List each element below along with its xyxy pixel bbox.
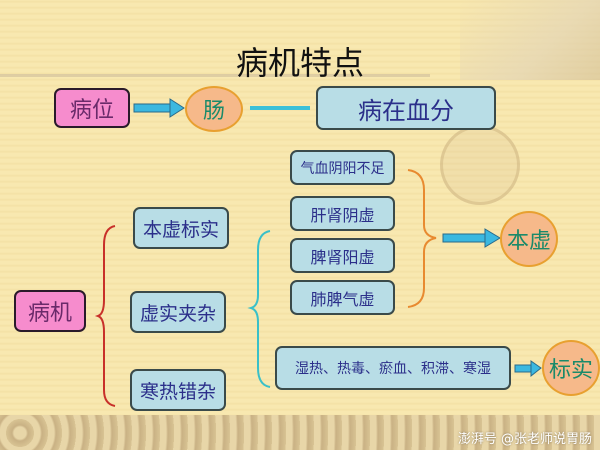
decorative-divider: [0, 74, 430, 77]
excess-result-circle: 标实: [542, 340, 600, 396]
deficiency-item: 肺脾气虚: [290, 280, 395, 315]
excess-box: 湿热、热毒、瘀血、积滞、寒湿: [275, 346, 511, 390]
decorative-scroll-image: [460, 0, 600, 80]
branch-box: 本虚标实: [133, 207, 229, 249]
arrow-to-excess: [514, 360, 542, 378]
watermark: 澎湃号 @张老师说胃肠: [457, 432, 592, 447]
deficiency-item: 脾肾阳虚: [290, 238, 395, 273]
pathogenesis-box: 病机: [14, 290, 86, 332]
branch-box: 虚实夹杂: [130, 291, 226, 333]
slide-title: 病机特点: [235, 44, 364, 82]
decorative-seal: [440, 125, 520, 205]
branch-box: 寒热错杂: [130, 369, 226, 411]
arrow-to-deficiency: [442, 228, 501, 248]
deficiency-result-circle: 本虚: [500, 211, 558, 267]
decorative-floral-band: [0, 415, 600, 450]
deficiency-item: 气血阴阳不足: [290, 150, 395, 185]
deficiency-item: 肝肾阴虚: [290, 196, 395, 231]
organ-circle: 肠: [185, 86, 243, 132]
arrow-location-to-organ: [133, 98, 185, 118]
cyan-brace: [247, 230, 271, 388]
orange-brace: [407, 169, 437, 308]
location-box: 病位: [54, 88, 130, 128]
blood-level-box: 病在血分: [316, 86, 496, 130]
red-brace: [94, 225, 116, 407]
